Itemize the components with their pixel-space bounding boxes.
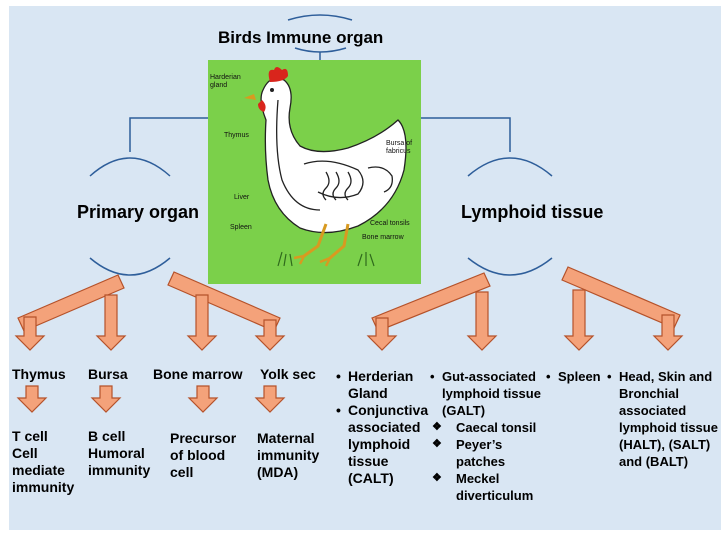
arrow-bonemarrow-down: [186, 294, 218, 351]
outcome-thymus: T cell Cell mediate immunity: [12, 428, 75, 495]
galt-item: Gut-associated lymphoid tissue (GALT): [430, 368, 548, 419]
chicken-illustration: [244, 67, 407, 267]
cecal-tonsils-label: Cecal tonsils: [370, 220, 410, 227]
primary-organ-title: Primary organ: [77, 202, 200, 222]
left-branch: [129, 117, 208, 152]
title-arc-bottom: [294, 47, 347, 53]
arrow-thymus-down: [14, 316, 46, 351]
lymphoid-tissue-title: Lymphoid tissue: [461, 202, 604, 222]
outcome-yolk-sec: Maternal immunity (MDA): [257, 430, 320, 480]
primary-arc-bottom: [89, 257, 171, 276]
bar-primary-2: [167, 271, 281, 332]
galt-subitem-caecal: Caecal tonsil: [430, 419, 548, 436]
lymphoid-halt-list: Head, Skin and Bronchial associated lymp…: [607, 368, 719, 470]
arrow-structures: [14, 266, 684, 413]
bursa-label: Bursa of fabricus: [386, 140, 413, 155]
arrow-herderian-down: [366, 317, 398, 351]
arrow-thymus-outcome: [16, 385, 48, 413]
organ-bursa: Bursa: [88, 366, 128, 382]
lymphoid-arc-top: [467, 157, 553, 177]
galt-list: Gut-associated lymphoid tissue (GALT): [430, 368, 548, 419]
lymphoid-galt-block: Gut-associated lymphoid tissue (GALT) Ca…: [430, 368, 548, 504]
lymphoid-arc-bottom: [467, 257, 553, 276]
bar-primary-1: [17, 274, 125, 332]
arrow-yolk-down: [254, 319, 286, 351]
connector-lines: [89, 14, 553, 276]
calt-item: Conjunctiva associated lymphoid tissue (…: [336, 402, 428, 487]
arrow-yolk-outcome: [254, 385, 286, 413]
lymphoid-spleen-list: Spleen: [546, 368, 601, 385]
spleen-item: Spleen: [546, 368, 601, 385]
liver-label: Liver: [234, 194, 250, 201]
right-branch: [421, 117, 511, 152]
arrow-spleen-down: [563, 289, 595, 351]
organ-bone-marrow: Bone marrow: [153, 366, 243, 382]
bar-lymphoid-2: [561, 266, 681, 329]
organ-thymus: Thymus: [12, 366, 66, 382]
lymphoid-group-1: Herderian Gland Conjunctiva associated l…: [336, 368, 428, 487]
arrow-bonemarrow-outcome: [187, 385, 219, 413]
halt-item: Head, Skin and Bronchial associated lymp…: [607, 368, 719, 470]
galt-subitem-peyers: Peyer’s patches: [430, 436, 548, 470]
outcome-bursa: B cell Humoral immunity: [88, 428, 151, 478]
galt-subitem-meckel: Meckel diverticulum: [430, 470, 548, 504]
title-arc-top: [287, 14, 353, 21]
herderian-gland-item: Herderian Gland: [336, 368, 426, 402]
galt-subitems: Caecal tonsil Peyer’s patches Meckel div…: [430, 419, 548, 504]
harderian-gland-label: Harderian gland: [210, 74, 241, 89]
arrow-galt-down: [466, 291, 498, 351]
diagram-title: Birds Immune organ: [218, 28, 384, 47]
arrow-bursa-down: [95, 294, 127, 351]
arrow-bursa-outcome: [90, 385, 122, 413]
bone-marrow-label: Bone marrow: [362, 234, 404, 241]
organ-yolk-sec: Yolk sec: [260, 366, 316, 382]
spleen-label: Spleen: [230, 224, 252, 231]
primary-arc-top: [89, 157, 171, 177]
thymus-label: Thymus: [224, 132, 249, 139]
outcome-bone-marrow: Precursor of blood cell: [170, 430, 237, 480]
chicken-anatomy-figure: Harderian gland Thymus Liver Spleen Burs…: [208, 60, 421, 284]
arrow-halt-down: [652, 314, 684, 351]
